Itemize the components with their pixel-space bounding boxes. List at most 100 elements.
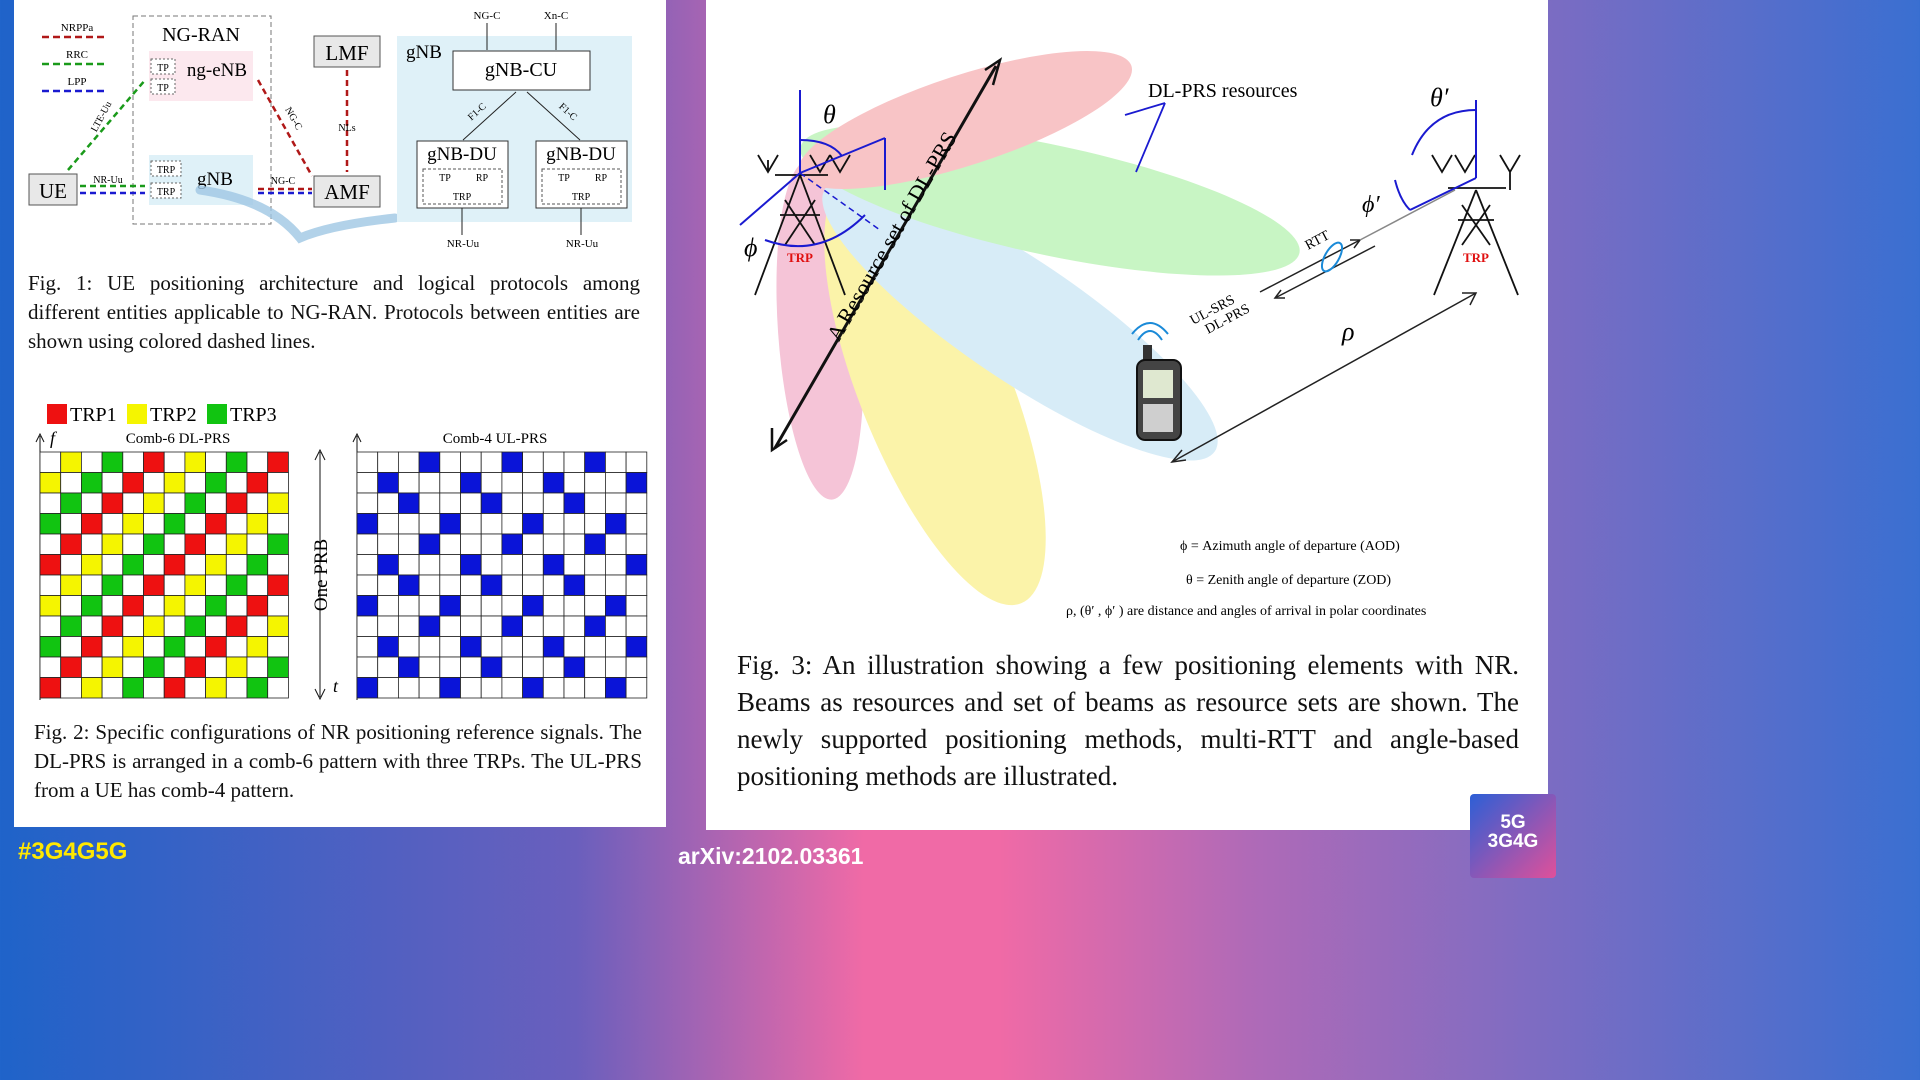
ngran-box xyxy=(132,15,272,225)
grid-cell xyxy=(460,492,482,514)
grid-cell xyxy=(356,656,379,678)
grid-cell xyxy=(163,513,186,535)
grid-cell xyxy=(522,636,544,658)
svg-text:Xn-C: Xn-C xyxy=(544,10,568,22)
grid-cell xyxy=(501,451,523,473)
grid-cell xyxy=(225,574,248,596)
grid-cell xyxy=(625,492,648,514)
grid-cell xyxy=(397,533,420,555)
grid-cell xyxy=(163,595,186,617)
grid-cell xyxy=(184,533,206,555)
grid-cell xyxy=(39,533,62,555)
grid-cell xyxy=(418,595,441,617)
grid-cell xyxy=(246,574,269,596)
grid-cell xyxy=(122,472,144,494)
grid-cell xyxy=(377,574,399,596)
3g4g-logo: 5G 3G4G xyxy=(1470,794,1556,878)
gnb-du-right: gNB-DU TP RP TRP xyxy=(535,140,628,209)
grid-cell xyxy=(246,636,269,658)
grid-cell xyxy=(563,472,586,494)
grid-cell xyxy=(439,533,461,555)
grid-cell xyxy=(39,656,62,678)
grid-cell xyxy=(584,677,606,699)
right-trp-tower xyxy=(1431,154,1521,296)
grid-cell xyxy=(625,595,648,617)
grid-cell xyxy=(542,636,565,658)
grid-cell xyxy=(60,677,82,699)
grid-cell xyxy=(225,472,248,494)
ul-prs-grid xyxy=(356,451,648,699)
grid-cell xyxy=(480,533,503,555)
grid-cell xyxy=(122,533,144,555)
grid-cell xyxy=(605,472,627,494)
grid-cell xyxy=(39,451,62,473)
grid-cell xyxy=(605,533,627,555)
grid-cell xyxy=(501,656,523,678)
grid-cell xyxy=(267,513,289,535)
legend-rho: ρ, (θ′ , ϕ′ ) are distance and angles of… xyxy=(1066,604,1426,619)
grid-cell xyxy=(184,492,206,514)
grid-cell xyxy=(81,492,103,514)
grid-cell xyxy=(81,636,103,658)
grid-cell xyxy=(418,554,441,576)
grid-cell xyxy=(184,513,206,535)
svg-text:TP: TP xyxy=(157,83,169,94)
ngran-label: NG-RAN xyxy=(162,24,240,46)
grid-cell xyxy=(205,492,227,514)
grid-cell xyxy=(225,451,248,473)
grid-cell xyxy=(377,615,399,637)
grid-cell xyxy=(501,615,523,637)
hashtag-label: #3G4G5G xyxy=(18,838,128,865)
grid-cell xyxy=(122,492,144,514)
grid-cell xyxy=(625,656,648,678)
grid-cell xyxy=(377,472,399,494)
grid-cell xyxy=(625,574,648,596)
grid-cell xyxy=(542,554,565,576)
amf-label: AMF xyxy=(324,180,370,204)
grid-cell xyxy=(460,533,482,555)
grid-cell xyxy=(205,574,227,596)
grid-cell xyxy=(122,615,144,637)
grid-cell xyxy=(397,636,420,658)
grid-cell xyxy=(267,677,289,699)
grid-cell xyxy=(122,595,144,617)
grid-cell xyxy=(184,472,206,494)
grid-cell xyxy=(184,636,206,658)
grid-cell xyxy=(39,513,62,535)
grid-cell xyxy=(522,451,544,473)
svg-text:TRP: TRP xyxy=(157,187,176,198)
grid-cell xyxy=(143,636,165,658)
grid-cell xyxy=(377,595,399,617)
grid-cell xyxy=(143,595,165,617)
svg-text:NLs: NLs xyxy=(338,123,355,134)
grid-cell xyxy=(542,656,565,678)
grid-cell xyxy=(184,595,206,617)
grid-cell xyxy=(143,574,165,596)
grid-cell xyxy=(60,492,82,514)
grid-cell xyxy=(205,636,227,658)
grid-cell xyxy=(584,656,606,678)
legend-trp1: TRP1 xyxy=(70,404,117,426)
grid-cell xyxy=(81,656,103,678)
grid-cell xyxy=(480,451,503,473)
grid-cell xyxy=(101,554,124,576)
grid-cell xyxy=(101,451,124,473)
dl-prs-resources-label: DL-PRS resources xyxy=(1148,80,1298,102)
grid-cell xyxy=(184,677,206,699)
grid-cell xyxy=(60,533,82,555)
grid-cell xyxy=(81,451,103,473)
grid-cell xyxy=(267,451,289,473)
grid-cell xyxy=(522,656,544,678)
grid-cell xyxy=(246,554,269,576)
grid-cell xyxy=(480,615,503,637)
grid-cell xyxy=(356,451,379,473)
grid-cell xyxy=(418,656,441,678)
grid-cell xyxy=(101,656,124,678)
grid-cell xyxy=(563,533,586,555)
grid-cell xyxy=(460,656,482,678)
grid-cell xyxy=(101,615,124,637)
grid-cell xyxy=(377,554,399,576)
grid-cell xyxy=(625,636,648,658)
grid-cell xyxy=(101,677,124,699)
grid-cell xyxy=(501,533,523,555)
